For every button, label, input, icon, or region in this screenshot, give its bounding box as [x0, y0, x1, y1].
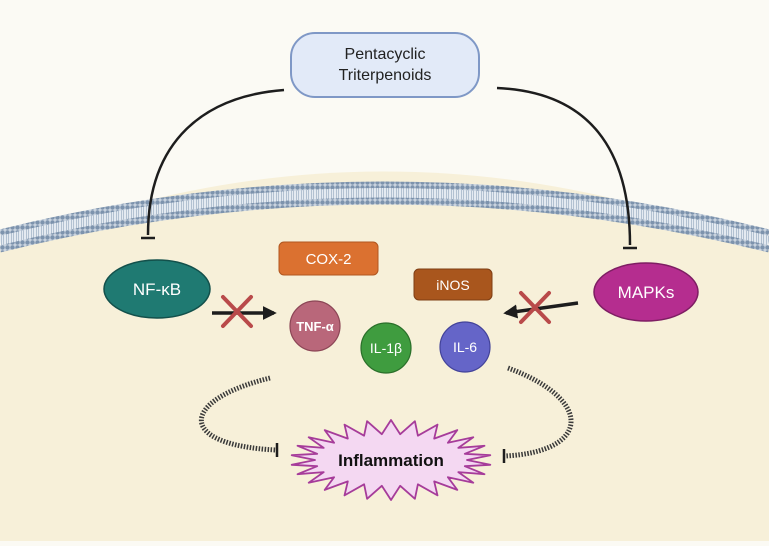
inos-label: iNOS — [436, 277, 469, 293]
nfkb-label: NF-κB — [133, 280, 181, 299]
inflammation-burst-shape — [290, 419, 492, 501]
compound-label-line1: Pentacyclic — [345, 46, 426, 63]
inos-node: iNOS — [413, 268, 493, 301]
tnfa-label: TNF-α — [296, 319, 334, 334]
mapks-node: MAPKs — [593, 262, 699, 322]
connector-left — [198, 375, 279, 457]
compound-node: Pentacyclic Triterpenoids — [290, 32, 480, 98]
il1b-label: IL-1β — [370, 340, 402, 356]
connector-right — [502, 365, 574, 463]
compound-label-line2: Triterpenoids — [339, 67, 432, 84]
cell-membrane — [0, 181, 769, 253]
block-x-icon — [519, 291, 551, 324]
inhibition-line-nfkb — [141, 88, 285, 240]
mapks-label: MAPKs — [618, 283, 675, 302]
inflammation-label: Inflammation — [338, 451, 444, 470]
tnfa-node: TNF-α — [289, 300, 341, 352]
il1b-node: IL-1β — [360, 322, 412, 374]
blocked-arrow-left — [212, 295, 277, 328]
cox2-label: COX-2 — [306, 251, 352, 268]
nfkb-node: NF-κB — [103, 259, 211, 319]
inflammation-node: Inflammation — [290, 419, 492, 501]
il6-node: IL-6 — [439, 321, 491, 373]
block-x-icon — [221, 295, 253, 328]
il6-label: IL-6 — [453, 339, 477, 355]
inhibition-line-mapks — [496, 86, 637, 250]
cox2-node: COX-2 — [278, 241, 379, 276]
blocked-arrow-right — [503, 291, 579, 324]
